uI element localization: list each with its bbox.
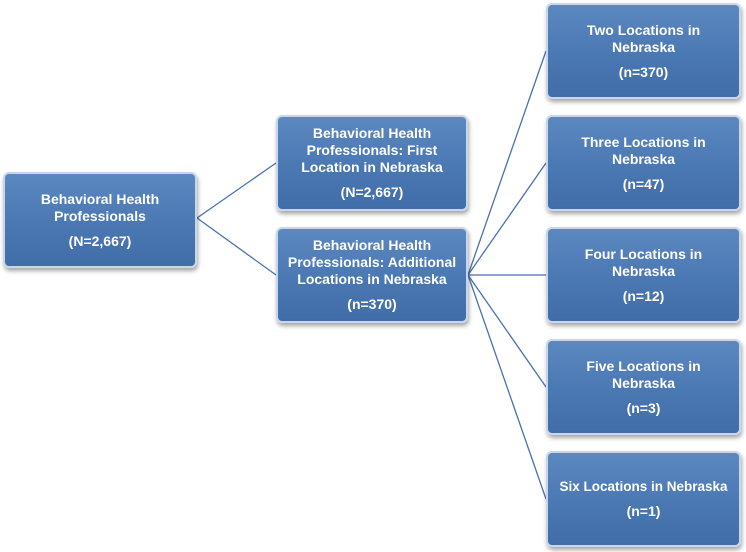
connector-additional-to-six [467, 274, 547, 500]
connector-additional-to-two [467, 50, 547, 276]
first-location-node: Behavioral Health Professionals: First L… [276, 115, 468, 211]
connector-additional-to-five [467, 274, 547, 388]
first-location-node-label: Behavioral Health Professionals: First L… [301, 125, 443, 175]
two-locations-node-count: (n=370) [618, 63, 669, 80]
two-locations-node: Two Locations in Nebraska (n=370) [546, 3, 741, 99]
two-locations-node-label: Two Locations in Nebraska [586, 21, 701, 55]
four-locations-node: Four Locations in Nebraska (n=12) [546, 227, 741, 323]
additional-locations-node-label: Behavioral Health Professionals: Additio… [287, 237, 457, 287]
three-locations-node-count: (n=47) [622, 175, 665, 192]
five-locations-node-count: (n=3) [626, 399, 661, 416]
four-locations-node-count: (n=12) [622, 287, 665, 304]
five-locations-node: Five Locations in Nebraska (n=3) [546, 339, 741, 435]
additional-locations-node-count: (n=370) [347, 296, 397, 312]
root-node: Behavioral Health Professionals (N=2,667… [3, 172, 197, 268]
connector-root-to-first [196, 162, 277, 219]
three-locations-node-label: Three Locations in Nebraska [581, 133, 706, 167]
root-node-count: (N=2,667) [68, 232, 132, 249]
additional-locations-node: Behavioral Health Professionals: Additio… [276, 227, 468, 323]
four-locations-node-label: Four Locations in Nebraska [584, 245, 703, 279]
six-locations-node: Six Locations in Nebraska (n=1) [546, 451, 741, 547]
three-locations-node: Three Locations in Nebraska (n=47) [546, 115, 741, 211]
first-location-node-count: (N=2,667) [340, 184, 404, 200]
root-node-label: Behavioral Health Professionals [40, 190, 160, 224]
six-locations-node-count: (n=1) [626, 503, 661, 519]
five-locations-node-label: Five Locations in Nebraska [586, 357, 701, 391]
connector-additional-to-three [467, 162, 547, 276]
six-locations-node-label: Six Locations in Nebraska [559, 479, 728, 494]
connector-root-to-additional [196, 217, 277, 276]
